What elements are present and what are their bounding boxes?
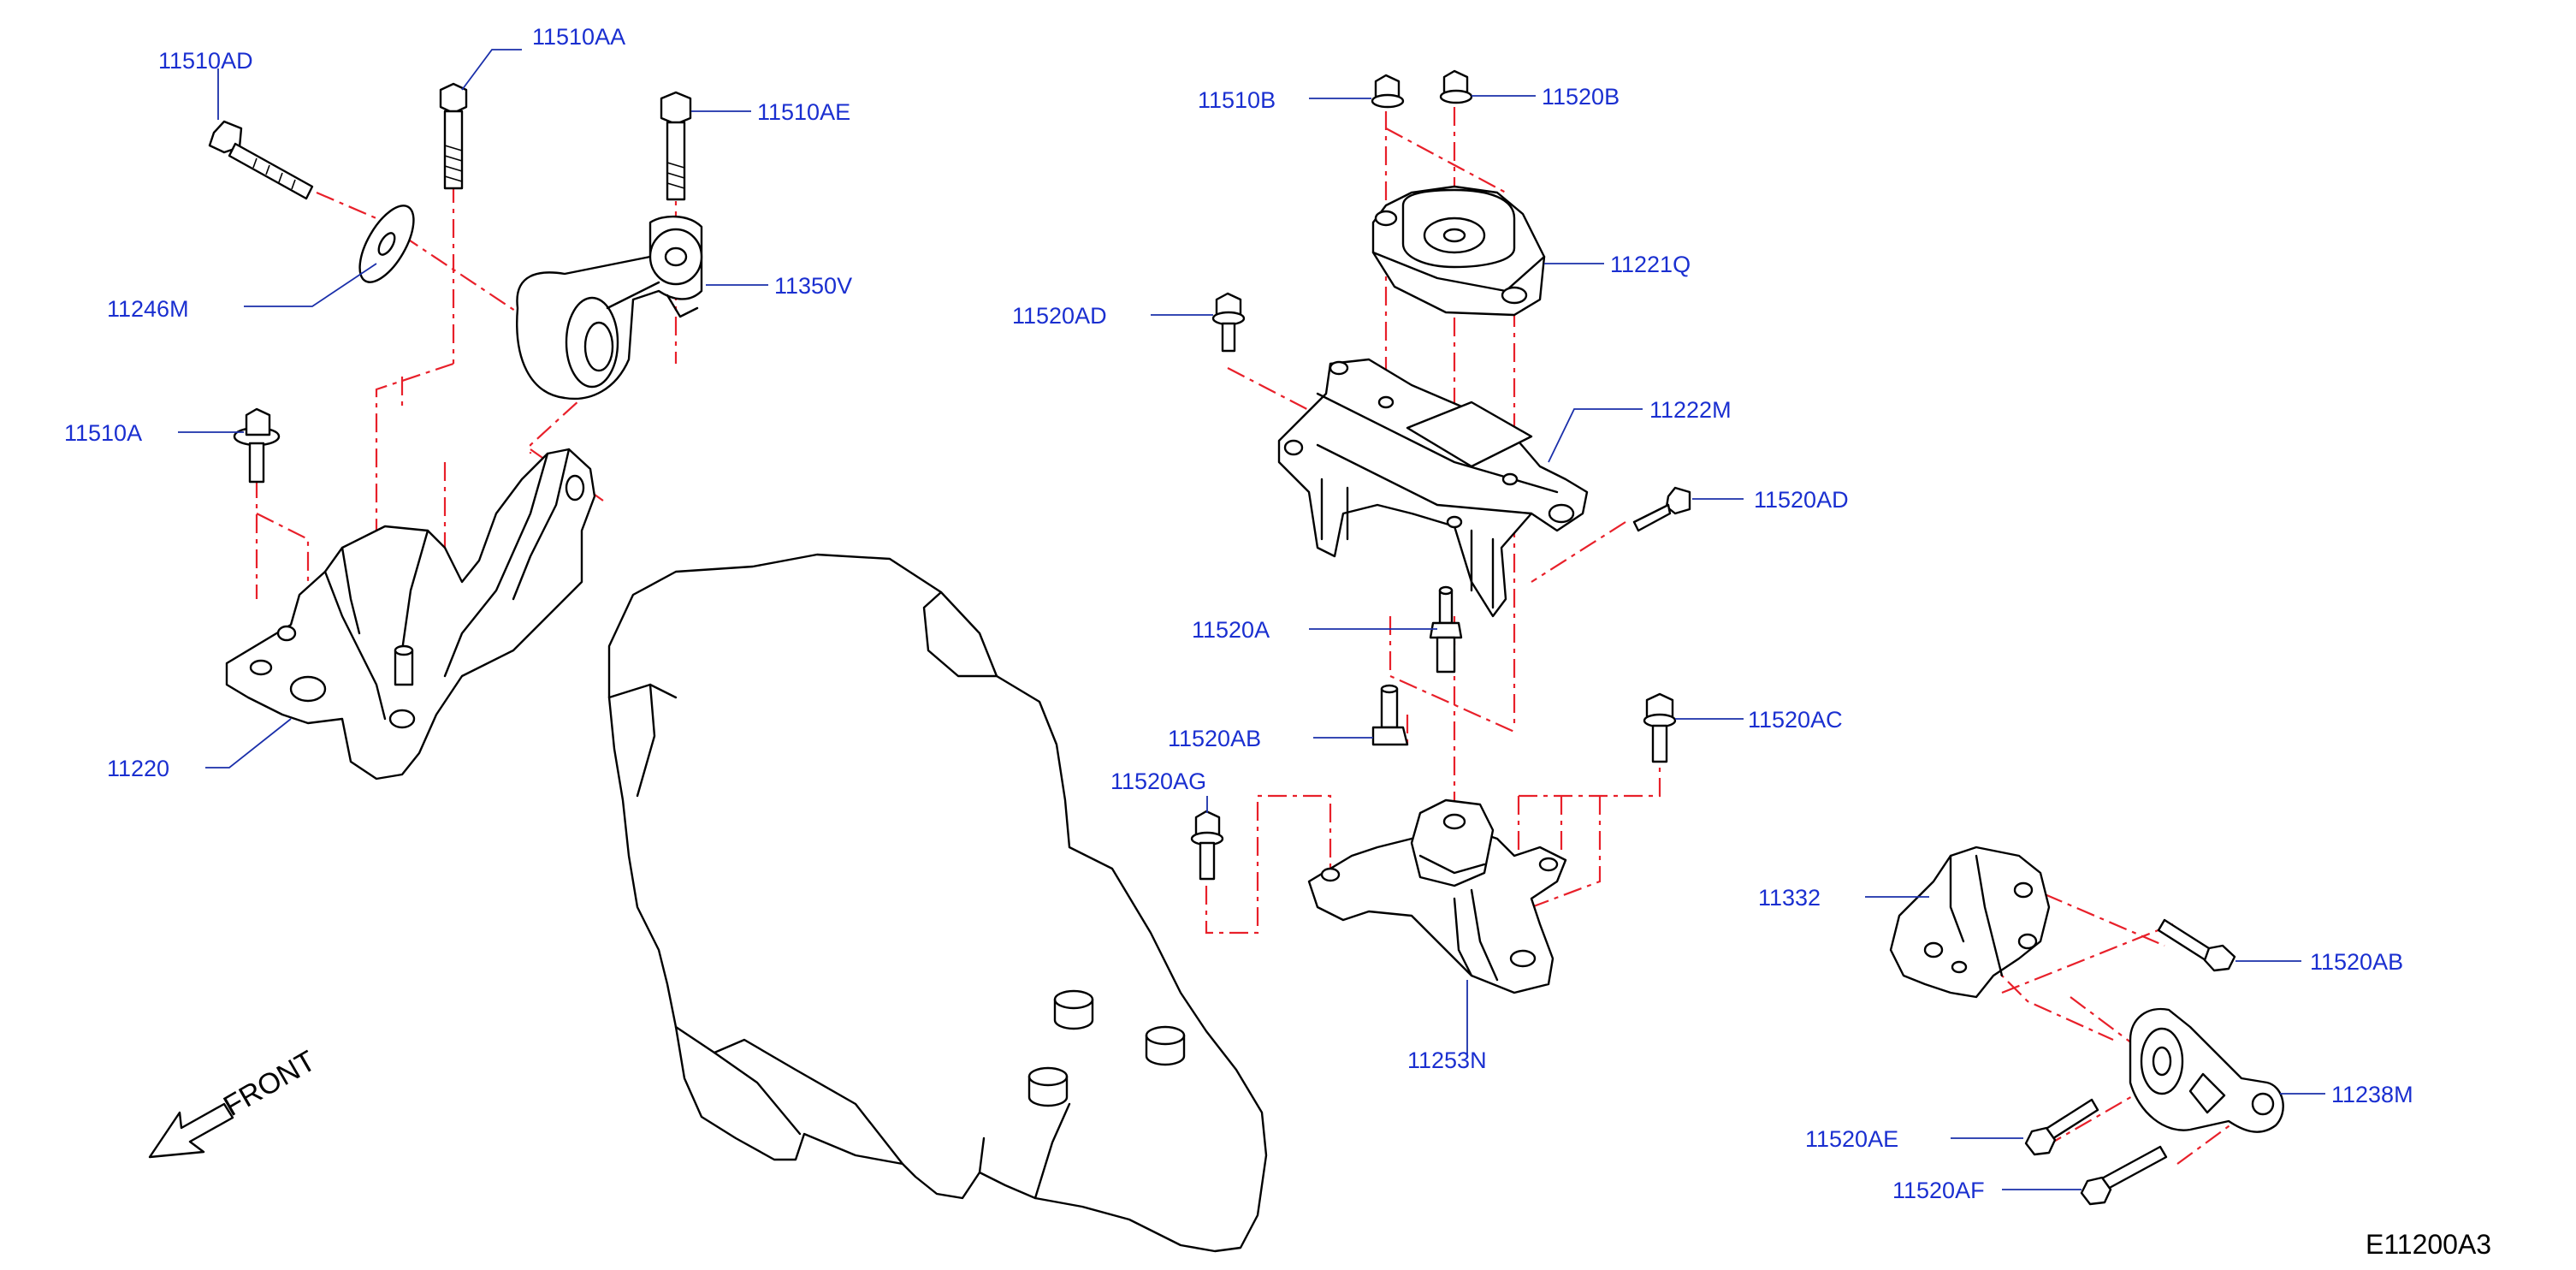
label-11510AD: 11510AD xyxy=(158,48,253,74)
label-11520AD-left: 11520AD xyxy=(1012,303,1107,329)
leader-lines xyxy=(178,49,2325,1190)
label-11520B: 11520B xyxy=(1542,84,1620,110)
torque-rod-11350V xyxy=(516,215,703,401)
part-labels: 11510AD 11510AA 11510AE 11246M 11350V 11… xyxy=(64,24,2413,1203)
label-11520A: 11520A xyxy=(1192,617,1270,643)
label-11510A: 11510A xyxy=(64,420,142,446)
label-11520AB-right: 11520AB xyxy=(2310,949,2403,975)
nut-11510B xyxy=(1371,74,1405,109)
label-11222M: 11222M xyxy=(1649,397,1732,423)
stud-11520A xyxy=(1429,585,1463,674)
label-11332: 11332 xyxy=(1758,885,1821,911)
bracket-11222M xyxy=(1277,358,1589,618)
label-11246M: 11246M xyxy=(107,296,189,322)
bolt-11520AC xyxy=(1643,692,1677,763)
label-11520AE: 11520AE xyxy=(1805,1126,1898,1152)
bolt-11520AE-right xyxy=(2024,1098,2099,1156)
bolt-11510AA xyxy=(439,82,468,190)
bolt-11510A xyxy=(233,407,281,484)
bolt-11510AD xyxy=(208,120,314,200)
label-11520AB-center: 11520AB xyxy=(1168,726,1261,751)
label-11510AE: 11510AE xyxy=(757,99,850,125)
bolt-11520AD-left xyxy=(1211,292,1246,353)
diagram-code: E11200A3 xyxy=(2366,1229,2491,1260)
bracket-11332 xyxy=(1889,846,2051,999)
engine-block xyxy=(607,553,1268,1253)
label-11220: 11220 xyxy=(107,756,169,781)
bolt-11520AB-right xyxy=(2157,918,2236,972)
label-11510B: 11510B xyxy=(1198,87,1276,113)
label-11350V: 11350V xyxy=(774,273,852,299)
label-11520AD-right: 11520AD xyxy=(1754,487,1849,513)
label-11221Q: 11221Q xyxy=(1610,252,1691,277)
label-11238M: 11238M xyxy=(2331,1082,2413,1107)
label-11253N: 11253N xyxy=(1407,1047,1487,1073)
mount-11253N xyxy=(1307,798,1567,994)
bolt-11520AD-right xyxy=(1632,486,1691,532)
bolt-11520AG xyxy=(1190,810,1224,881)
label-11510AA: 11510AA xyxy=(532,24,625,50)
label-11520AF: 11520AF xyxy=(1892,1178,1985,1203)
bracket-11220 xyxy=(225,448,596,780)
label-11520AG: 11520AG xyxy=(1110,769,1206,794)
bolt-11520AF xyxy=(2080,1145,2168,1206)
front-label: FRONT xyxy=(218,1044,321,1122)
nut-11520B xyxy=(1439,69,1473,104)
insulator-11221Q xyxy=(1371,185,1546,317)
bolt-11520AB-center xyxy=(1371,684,1409,746)
torque-rod-11238M xyxy=(2129,1007,2284,1133)
washer-11246M xyxy=(358,205,415,283)
label-11520AC: 11520AC xyxy=(1748,707,1843,733)
bolt-11510AE xyxy=(660,91,692,201)
front-arrow: FRONT xyxy=(148,1044,321,1159)
